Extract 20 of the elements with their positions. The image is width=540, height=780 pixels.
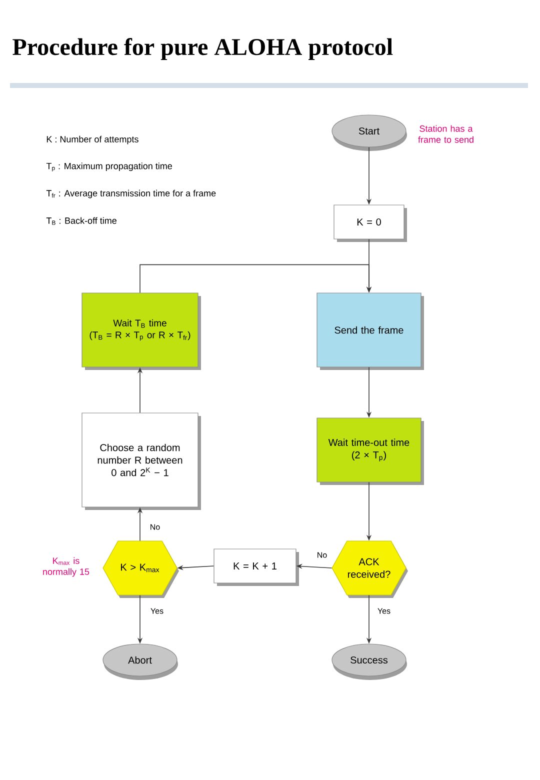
arrow (140, 264, 372, 294)
title: Procedure for pure ALOHA protocol (12, 38, 393, 60)
decision-hexagon: K > K$_{max}$ (102, 540, 179, 598)
process-box: Wait T$_{B}$ time (T$_{B}$ = R × T$_{p}$ or R × T$_{fr}$) (82, 292, 201, 370)
edge-label: No (148, 523, 162, 531)
definition-text: T$_{B}$ : Back-off time (46, 217, 116, 225)
edge-label: Yes (376, 607, 392, 615)
process-box: Choose a random number R between 0 and 2$^{K}$ − 1 (82, 412, 201, 510)
process-box: Wait time-out time (2 × T$_{p}$) (316, 418, 424, 485)
process-box: K = 0 (334, 204, 407, 242)
annotation-text: K$_{max}$ is normally 15 (43, 557, 90, 577)
edge-label: No (316, 551, 328, 559)
process-box: Send the frame (316, 292, 424, 370)
annotation-text: Station has a frame to send (418, 125, 474, 143)
definition-text: T$_{fr}$ : Average transmission time for a frame (46, 190, 216, 198)
edge-label: Yes (149, 607, 165, 615)
definition-text: T$_{p}$ : Maximum propagation time (46, 162, 172, 172)
decision-hexagon: ACK received? (332, 540, 408, 598)
process-box: K = K + 1 (214, 548, 299, 586)
definition-text: K : Number of attempts (46, 136, 138, 144)
